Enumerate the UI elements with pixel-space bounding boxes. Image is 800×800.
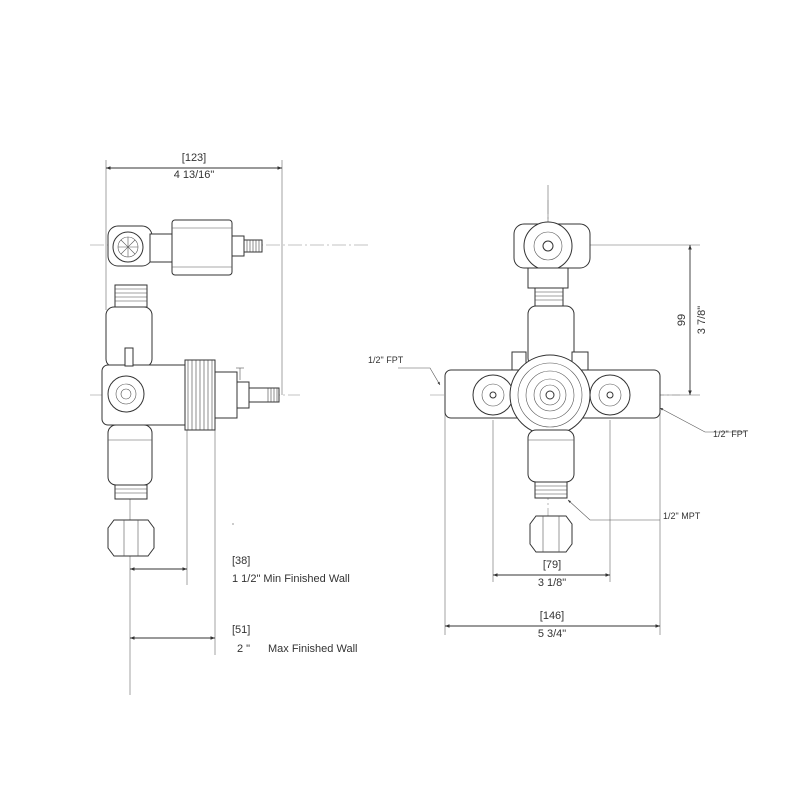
main-stem: [248, 387, 280, 403]
upper-nipple: [114, 284, 148, 308]
side-pin: [124, 347, 134, 367]
side-view: [123] 4 13/16" [38] 1 1/2" Min Finished …: [90, 152, 370, 695]
min-wall-label: 1 1/2" Min Finished Wall: [232, 573, 350, 585]
bottom-thread: [114, 484, 148, 500]
overall-width-front-in-label: 5 3/4": [538, 628, 566, 640]
overall-width-in-label: 4 13/16": [174, 169, 215, 181]
height-in-label: 3 7/8": [696, 306, 708, 334]
front-body-lower: [527, 429, 575, 483]
bottom-port-label: 1/2" MPT: [663, 511, 701, 521]
height-mm-label: 99: [676, 314, 688, 326]
left-port-leader: [398, 367, 441, 386]
left-port-label: 1/2" FPT: [368, 355, 404, 365]
bottom-port-leader: [567, 499, 660, 521]
min-wall-mm-label: [38]: [232, 555, 250, 567]
right-port-label: 1/2" FPT: [713, 429, 749, 439]
max-wall-in-label: 2 ": [237, 643, 250, 655]
inner-width-mm-label: [79]: [543, 559, 561, 571]
front-view: 99 3 7/8" 1/2" FPT 1/2" FPT 1/2" MPT [79…: [368, 185, 749, 640]
bonnet-nut: [214, 371, 238, 419]
overall-width-mm-label: [123]: [182, 152, 206, 164]
inner-width-in-label: 3 1/8": [538, 577, 566, 589]
front-nipple: [534, 287, 564, 307]
front-hex-nut: [529, 515, 573, 553]
hex-nut: [107, 519, 155, 557]
max-wall-mm-label: [51]: [232, 624, 250, 636]
right-port-leader: [659, 407, 745, 433]
max-wall-text-label: Max Finished Wall: [268, 643, 357, 655]
valve-body-lower: [107, 424, 153, 486]
overall-width-front-mm-label: [146]: [540, 610, 564, 622]
